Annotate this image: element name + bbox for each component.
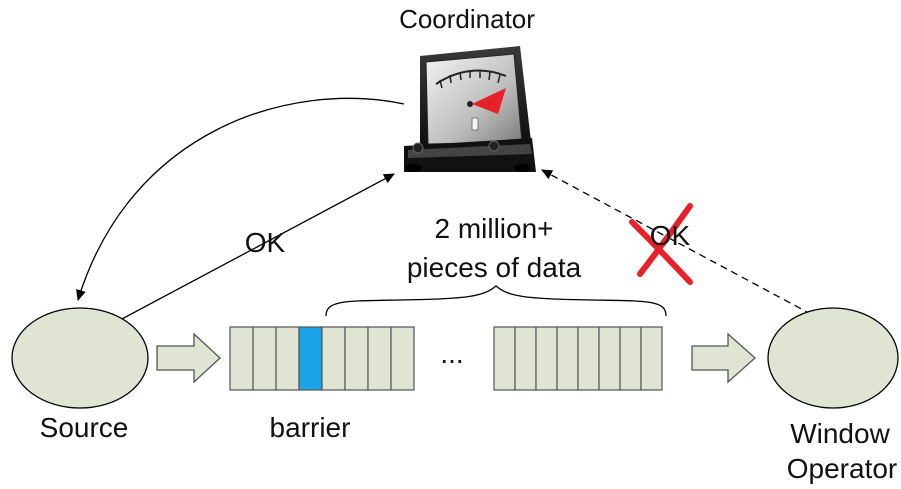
queue-left xyxy=(229,326,415,391)
source-to-coordinator-ok-arrow xyxy=(119,173,395,321)
source-label: Source xyxy=(40,412,129,443)
window-operator-label-line1: Window xyxy=(790,418,890,449)
source-to-queue-arrow xyxy=(156,332,221,384)
queue-cell xyxy=(619,326,642,391)
queue-cell xyxy=(535,326,558,391)
queue-cell xyxy=(321,326,346,391)
queue-cell xyxy=(344,326,369,391)
queue-cell xyxy=(367,326,392,391)
window-operator-label-line2: Operator xyxy=(787,453,898,484)
ok-window-label: OK xyxy=(650,220,691,251)
queue-cell xyxy=(640,326,663,391)
queue-cell xyxy=(556,326,579,391)
source-node xyxy=(11,307,149,409)
queue-cell xyxy=(275,326,300,391)
data-brace xyxy=(325,285,667,317)
window-operator-node xyxy=(767,307,899,409)
coordinator-label: Coordinator xyxy=(399,4,535,34)
meter-gauge-icon xyxy=(404,46,536,172)
queue-cell xyxy=(598,326,621,391)
window-to-coordinator-ok-arrow xyxy=(541,169,823,321)
queue-cell xyxy=(577,326,600,391)
queue-cell xyxy=(493,326,516,391)
data-count-label-line2: pieces of data xyxy=(407,252,582,283)
ok-source-label: OK xyxy=(245,227,286,258)
queue-cell xyxy=(390,326,415,391)
barrier-cell xyxy=(298,326,323,391)
queue-cell xyxy=(229,326,254,391)
queue-ellipsis: ... xyxy=(440,338,463,369)
data-count-label-line1: 2 million+ xyxy=(434,213,553,244)
queue-cell xyxy=(514,326,537,391)
queue-to-window-arrow xyxy=(691,332,756,384)
barrier-label: barrier xyxy=(270,412,351,443)
queue-cell xyxy=(252,326,277,391)
queue-right xyxy=(493,326,663,391)
cross-icon xyxy=(629,203,693,285)
coordinator-to-source-arrow xyxy=(76,97,405,301)
